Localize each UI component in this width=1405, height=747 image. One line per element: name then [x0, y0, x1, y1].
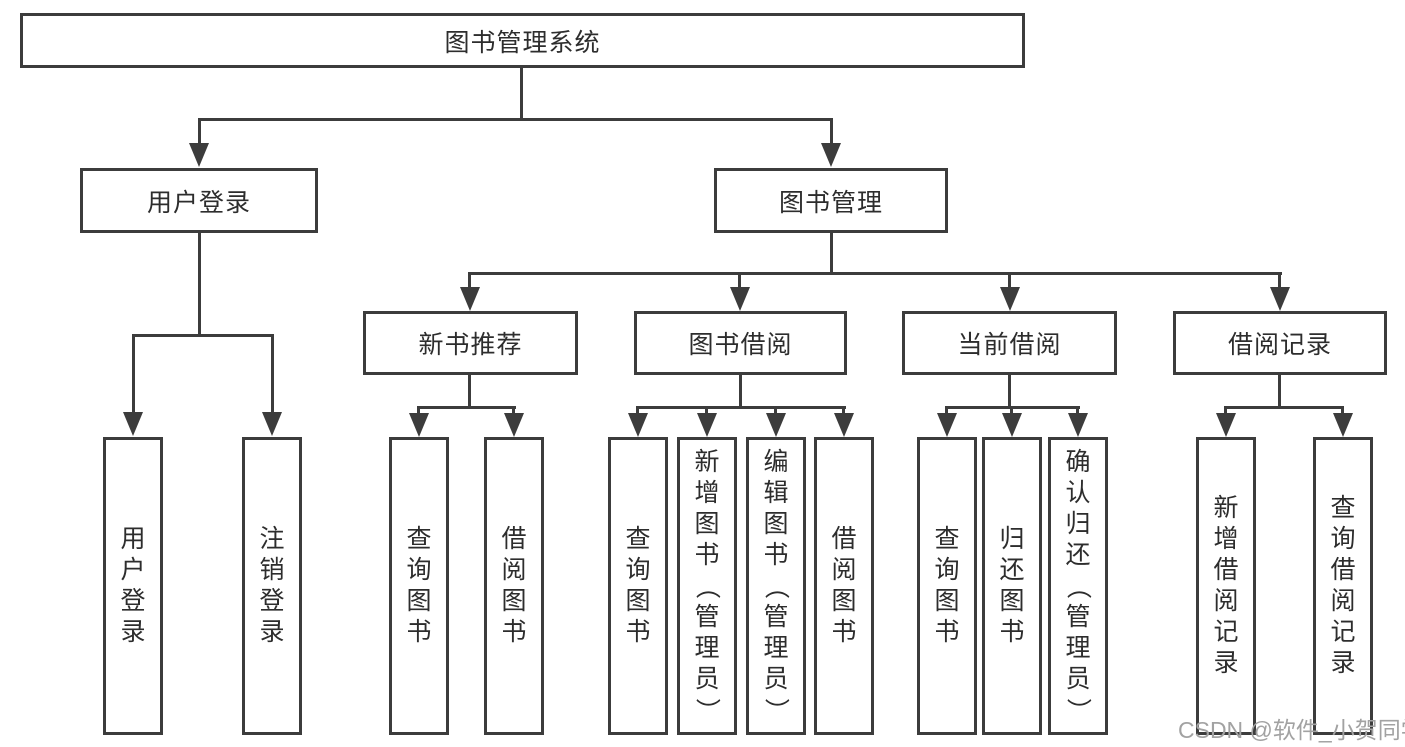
- node-user-login: 用户登录: [80, 168, 318, 233]
- connector-line: [1010, 406, 1013, 415]
- connector-line: [1076, 406, 1079, 415]
- arrow-down-icon: [189, 143, 209, 167]
- connector-line: [271, 334, 274, 412]
- connector-line: [520, 68, 523, 121]
- leaf-borrowing-query-book: 查询图书: [608, 437, 668, 735]
- arrow-down-icon: [697, 413, 717, 437]
- connector-line: [198, 233, 201, 337]
- connector-line: [1278, 272, 1281, 289]
- node-book-borrowing: 图书借阅: [634, 311, 847, 375]
- connector-line: [198, 118, 833, 121]
- connector-line: [1224, 406, 1227, 415]
- leaf-recommend-borrow-book: 借阅图书: [484, 437, 544, 735]
- connector-line: [512, 406, 515, 415]
- leaf-current-confirm-return-admin: 确认归还（管理员）: [1048, 437, 1108, 735]
- connector-line: [1008, 375, 1011, 409]
- connector-line: [738, 272, 741, 289]
- arrow-down-icon: [1000, 287, 1020, 311]
- connector-line: [842, 406, 845, 415]
- arrow-down-icon: [1333, 413, 1353, 437]
- node-root: 图书管理系统: [20, 13, 1025, 68]
- node-current-borrowing: 当前借阅: [902, 311, 1117, 375]
- arrow-down-icon: [1270, 287, 1290, 311]
- connector-line: [1278, 375, 1281, 409]
- arrow-down-icon: [628, 413, 648, 437]
- connector-line: [945, 406, 948, 415]
- node-book-borrowing-label: 图书借阅: [688, 331, 793, 359]
- connector-line: [1224, 406, 1344, 409]
- leaf-recommend-query-book: 查询图书: [389, 437, 449, 735]
- node-current-borrowing-label: 当前借阅: [957, 331, 1062, 359]
- node-user-login-label: 用户登录: [146, 188, 251, 217]
- leaf-logout: 注销登录: [242, 437, 302, 735]
- connector-line: [469, 272, 1282, 275]
- leaf-records-query-record: 查询借阅记录: [1313, 437, 1373, 735]
- node-new-book-recommend-label: 新书推荐: [418, 331, 523, 359]
- arrow-down-icon: [821, 143, 841, 167]
- connector-line: [198, 118, 201, 146]
- node-book-management-label: 图书管理: [778, 188, 883, 217]
- node-borrowing-records: 借阅记录: [1173, 311, 1387, 375]
- connector-line: [636, 406, 639, 415]
- connector-line: [468, 272, 471, 289]
- connector-line: [132, 334, 135, 412]
- connector-line: [468, 375, 471, 409]
- arrow-down-icon: [123, 412, 143, 436]
- arrow-down-icon: [262, 412, 282, 436]
- leaf-current-return-book: 归还图书: [982, 437, 1042, 735]
- connector-line: [739, 375, 742, 409]
- arrow-down-icon: [1216, 413, 1236, 437]
- node-new-book-recommend: 新书推荐: [363, 311, 578, 375]
- connector-line: [636, 406, 846, 409]
- arrow-down-icon: [834, 413, 854, 437]
- arrow-down-icon: [1068, 413, 1088, 437]
- connector-line: [417, 406, 516, 409]
- arrow-down-icon: [409, 413, 429, 437]
- leaf-borrowing-borrow-book: 借阅图书: [814, 437, 874, 735]
- connector-line: [705, 406, 708, 415]
- arrow-down-icon: [504, 413, 524, 437]
- leaf-borrowing-add-book-admin: 新增图书（管理员）: [677, 437, 737, 735]
- leaf-user-login: 用户登录: [103, 437, 163, 735]
- connector-line: [830, 233, 833, 275]
- leaf-records-add-record: 新增借阅记录: [1196, 437, 1256, 735]
- csdn-watermark: CSDN @软件_小贺同学: [1178, 717, 1405, 743]
- node-book-management: 图书管理: [714, 168, 948, 233]
- connector-line: [830, 118, 833, 146]
- arrow-down-icon: [937, 413, 957, 437]
- node-borrowing-records-label: 借阅记录: [1227, 331, 1332, 359]
- connector-line: [1341, 406, 1344, 415]
- connector-line: [417, 406, 420, 415]
- connector-line: [774, 406, 777, 415]
- arrow-down-icon: [730, 287, 750, 311]
- leaf-borrowing-edit-book-admin: 编辑图书（管理员）: [746, 437, 806, 735]
- node-root-label: 图书管理系统: [444, 28, 601, 57]
- arrow-down-icon: [460, 287, 480, 311]
- arrow-down-icon: [766, 413, 786, 437]
- connector-line: [132, 334, 274, 337]
- connector-line: [1008, 272, 1011, 289]
- arrow-down-icon: [1002, 413, 1022, 437]
- leaf-current-query-book: 查询图书: [917, 437, 977, 735]
